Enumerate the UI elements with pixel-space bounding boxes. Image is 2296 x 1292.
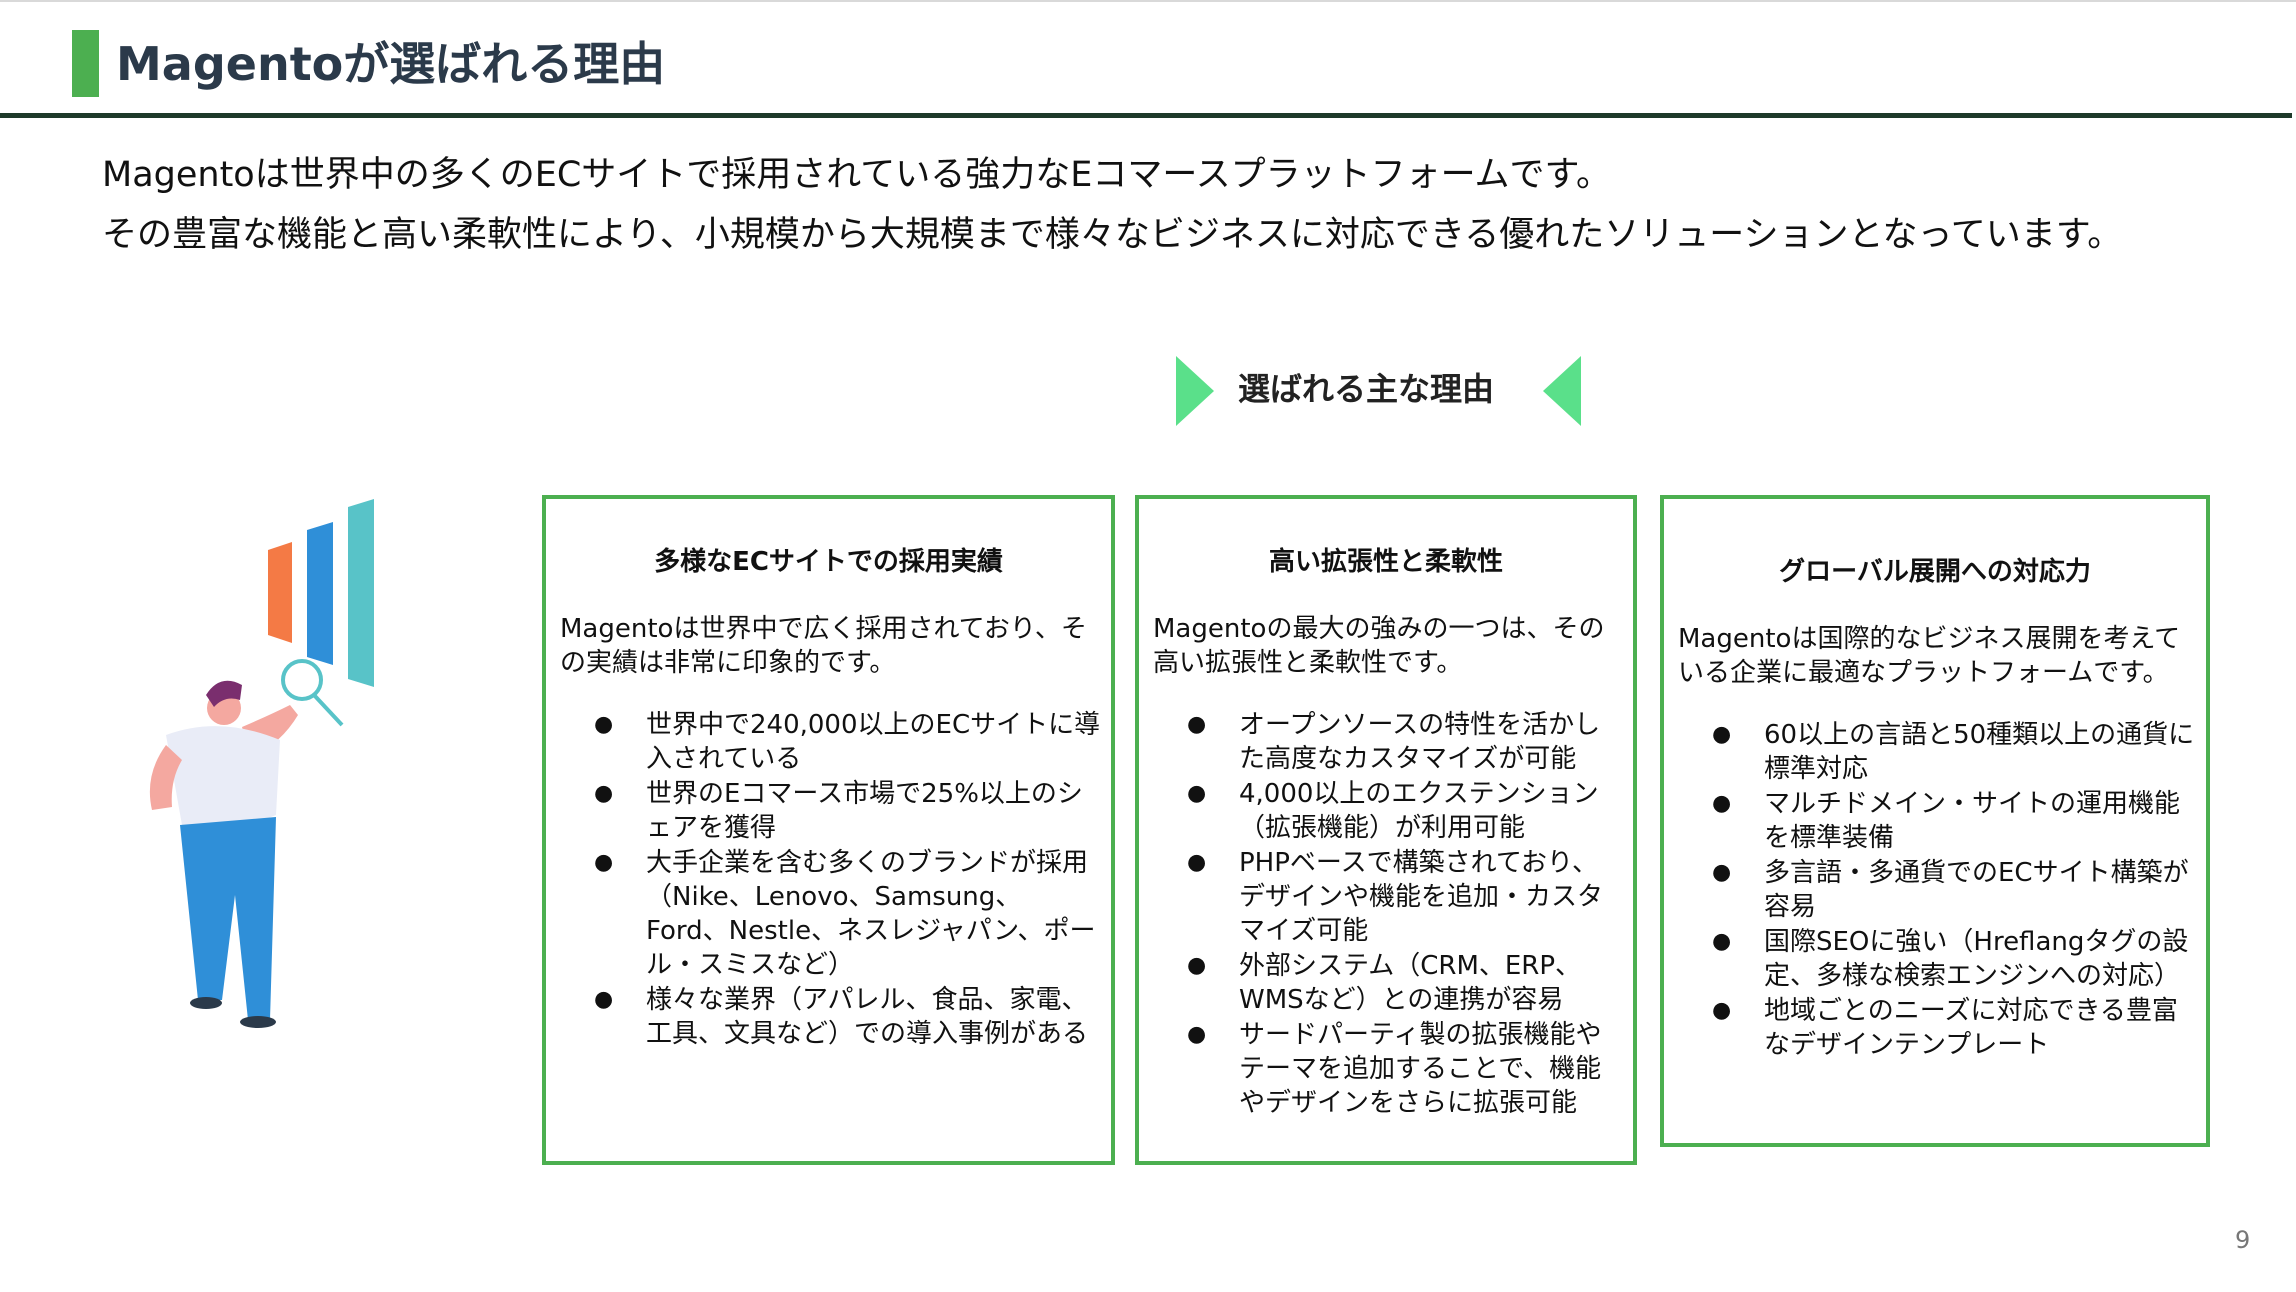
bullet-dot-icon: ● <box>594 987 614 1012</box>
list-item: ● PHPベースで構築されており、デザインや機能を追加・カスタマイズ可能 <box>1139 846 1623 948</box>
section-heading: 選ばれる主な理由 <box>1176 352 1581 430</box>
card-description: Magentoの最大の強みの一つは、その高い拡張性と柔軟性です。 <box>1153 614 1605 678</box>
reason-card-adoption: 多様なECサイトでの採用実績 Magentoは世界中で広く採用されており、その実… <box>542 495 1115 1165</box>
list-item: ● マルチドメイン・サイトの運用機能を標準装備 <box>1664 787 2196 855</box>
card-list: ● オープンソースの特性を活かした高度なカスタマイズが可能 ● 4,000以上のエク… <box>1139 708 1623 1120</box>
reason-card-extensibility: 高い拡張性と柔軟性 Magentoの最大の強みの一つは、その高い拡張性と柔軟性で… <box>1135 495 1637 1165</box>
bullet-dot-icon: ● <box>1187 712 1207 737</box>
bullet-dot-icon: ● <box>594 850 614 875</box>
card-title: 高い拡張性と柔軟性 <box>1268 547 1503 577</box>
list-item-text: PHPベースで構築されており、デザインや機能を追加・カスタマイズ可能 <box>1239 848 1604 946</box>
list-item-text: 多言語・多通貨でのECサイト構築が容易 <box>1764 858 2189 922</box>
card-list: ● 60以上の言語と50種類以上の通貨に標準対応 ● マルチドメイン・サイトの運用機… <box>1664 718 2196 1062</box>
bullet-dot-icon: ● <box>1712 791 1732 816</box>
list-item-text: 地域ごとのニーズに対応できる豊富なデザインテンプレート <box>1764 996 2178 1060</box>
list-item: ● 様々な業界（アパレル、食品、家電、工具、文具など）での導入事例がある <box>546 983 1101 1051</box>
list-item: ● 世界中で240,000以上のECサイトに導入されている <box>546 708 1101 776</box>
bullet-dot-icon: ● <box>594 712 614 737</box>
bullet-dot-icon: ● <box>1187 850 1207 875</box>
bullet-dot-icon: ● <box>1187 953 1207 978</box>
list-item: ● サードパーティ製の拡張機能やテーマを追加することで、機能やデザインをさらに拡張… <box>1139 1018 1623 1120</box>
card-description: Magentoは世界中で広く採用されており、その実績は非常に印象的です。 <box>560 614 1087 678</box>
bullet-dot-icon: ● <box>1187 1022 1207 1047</box>
reason-card-global: グローバル展開への対応力 Magentoは国際的なビジネス展開を考えている企業に… <box>1660 495 2210 1147</box>
triangle-left-icon <box>1543 356 1581 426</box>
list-item: ● オープンソースの特性を活かした高度なカスタマイズが可能 <box>1139 708 1623 776</box>
bullet-dot-icon: ● <box>1712 998 1732 1023</box>
title-underline <box>0 113 2292 118</box>
list-item: ● 世界のEコマース市場で25%以上のシェアを獲得 <box>546 777 1101 845</box>
bar-blue-icon <box>307 522 333 665</box>
bullet-dot-icon: ● <box>1712 722 1732 747</box>
list-item-text: サードパーティ製の拡張機能やテーマを追加することで、機能やデザインをさらに拡張可… <box>1239 1020 1602 1118</box>
intro-line-1: Magentoは世界中の多くのECサイトで採用されている強力なEコマースプラット… <box>102 155 1612 195</box>
bar-teal-icon <box>348 499 374 687</box>
card-list: ● 世界中で240,000以上のECサイトに導入されている ● 世界のEコマース市場… <box>546 708 1101 1051</box>
list-item: ● 大手企業を含む多くのブランドが採用（Nike、Lenovo、Samsung、F… <box>546 846 1101 982</box>
list-item-text: 様々な業界（アパレル、食品、家電、工具、文具など）での導入事例がある <box>646 985 1089 1049</box>
list-item-text: 大手企業を含む多くのブランドが採用（Nike、Lenovo、Samsung、Fo… <box>646 848 1096 980</box>
magnifier-icon <box>281 659 323 701</box>
list-item-text: 外部システム（CRM、ERP、WMSなど）との連携が容易 <box>1239 951 1582 1015</box>
triangle-right-icon <box>1176 356 1214 426</box>
card-description: Magentoは国際的なビジネス展開を考えている企業に最適なプラットフォームです… <box>1678 624 2181 688</box>
bar-orange-icon <box>268 542 292 643</box>
list-item: ● 60以上の言語と50種類以上の通貨に標準対応 <box>1664 718 2196 786</box>
bullet-dot-icon: ● <box>1712 929 1732 954</box>
intro-line-2: その豊富な機能と高い柔軟性により、小規模から大規模まで様々なビジネスに対応できる… <box>102 215 2123 255</box>
page-title: Magentoが選ばれる理由 <box>116 37 666 91</box>
list-item-text: 60以上の言語と50種類以上の通貨に標準対応 <box>1764 720 2195 784</box>
section-heading-label: 選ばれる主な理由 <box>1238 370 1495 408</box>
list-item: ● 外部システム（CRM、ERP、WMSなど）との連携が容易 <box>1139 949 1623 1017</box>
bullet-dot-icon: ● <box>1187 781 1207 806</box>
bullet-dot-icon: ● <box>594 781 614 806</box>
card-title: 多様なECサイトでの採用実績 <box>654 547 1003 577</box>
card-title: グローバル展開への対応力 <box>1779 557 2091 587</box>
bullet-dot-icon: ● <box>1712 860 1732 885</box>
list-item: ● 地域ごとのニーズに対応できる豊富なデザインテンプレート <box>1664 994 2196 1062</box>
intro-text: Magentoは世界中の多くのECサイトで採用されている強力なEコマースプラット… <box>102 145 2222 265</box>
page-number: 9 <box>2235 1226 2251 1254</box>
list-item: ● 多言語・多通貨でのECサイト構築が容易 <box>1664 856 2196 924</box>
list-item-text: 世界中で240,000以上のECサイトに導入されている <box>646 710 1101 774</box>
list-item-text: 世界のEコマース市場で25%以上のシェアを獲得 <box>646 779 1083 843</box>
slide-top-edge <box>0 0 2296 2</box>
person-analyzing-chart-illustration <box>130 495 390 1035</box>
list-item: ● 国際SEOに強い（Hreflangタグの設定、多様な検索エンジンへの対応） <box>1664 925 2196 993</box>
title-accent-bar <box>72 30 99 97</box>
list-item-text: マルチドメイン・サイトの運用機能を標準装備 <box>1764 789 2181 853</box>
list-item-text: 国際SEOに強い（Hreflangタグの設定、多様な検索エンジンへの対応） <box>1764 927 2189 991</box>
list-item: ● 4,000以上のエクステンション（拡張機能）が利用可能 <box>1139 777 1623 845</box>
list-item-text: オープンソースの特性を活かした高度なカスタマイズが可能 <box>1239 710 1601 774</box>
list-item-text: 4,000以上のエクステンション（拡張機能）が利用可能 <box>1239 779 1599 843</box>
